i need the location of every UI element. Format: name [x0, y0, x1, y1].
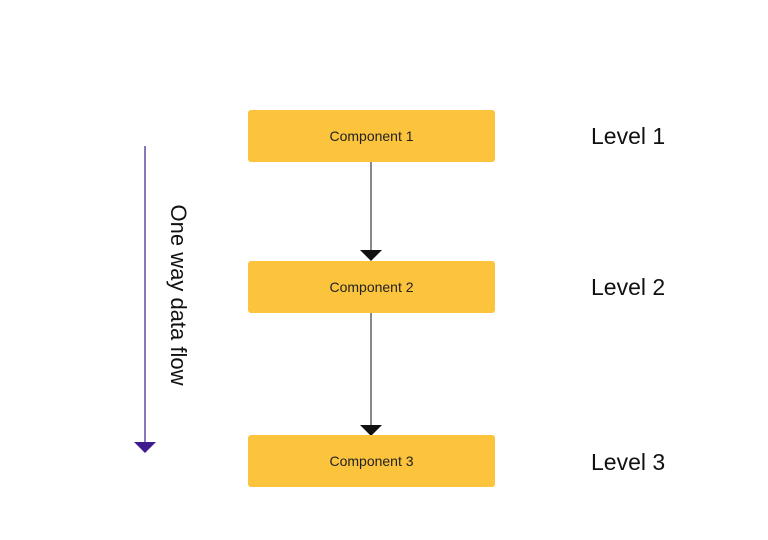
- flow-arrowhead: [134, 442, 156, 453]
- arrowhead-1-2: [360, 250, 382, 261]
- arrowhead-2-3: [360, 425, 382, 436]
- level-2-label: Level 2: [591, 274, 666, 300]
- level-1-label: Level 1: [591, 123, 666, 149]
- component-2-box: Component 2: [248, 261, 495, 313]
- level-3-label: Level 3: [591, 449, 666, 475]
- data-flow-label: One way data flow: [166, 204, 191, 386]
- component-3-box: Component 3: [248, 435, 495, 487]
- component-1-box: Component 1: [248, 110, 495, 162]
